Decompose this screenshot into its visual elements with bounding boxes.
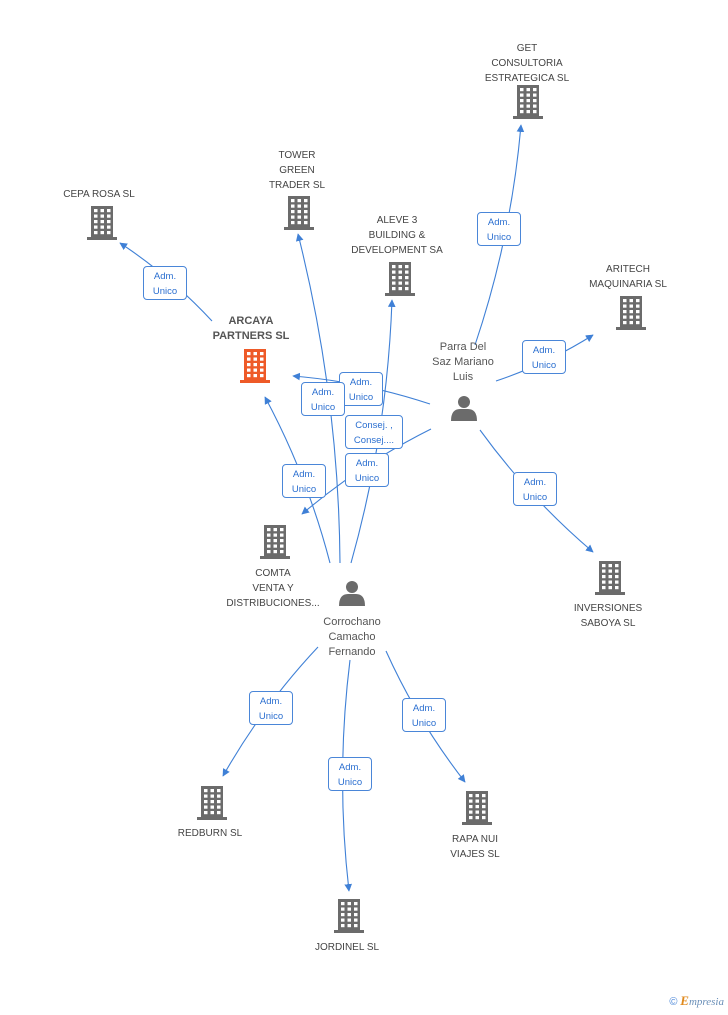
- node-label-redburn[interactable]: REDBURN SL: [177, 828, 243, 839]
- relation-label-corrochano-to-tower[interactable]: Adm. Unico: [301, 382, 345, 416]
- relation-label-parra-to-inversiones[interactable]: Adm. Unico: [513, 472, 557, 506]
- relation-label-corrochano-to-jordinel[interactable]: Adm. Unico: [328, 757, 372, 791]
- node-label-parra[interactable]: Parra Del Saz Mariano Luis: [432, 341, 494, 383]
- building-icon-aleve[interactable]: [385, 262, 415, 296]
- building-icon-aritech[interactable]: [616, 296, 646, 330]
- empresia-logo-initial: E: [680, 993, 689, 1008]
- node-label-jordinel[interactable]: JORDINEL SL: [314, 942, 380, 953]
- empresia-logo-text: mpresia: [688, 996, 724, 1008]
- relation-label-parra-to-aritech[interactable]: Adm. Unico: [522, 340, 566, 374]
- node-label-aleve[interactable]: ALEVE 3 BUILDING & DEVELOPMENT SA: [351, 215, 443, 256]
- node-label-rapa[interactable]: RAPA NUI VIAJES SL: [450, 834, 500, 860]
- node-label-inversiones[interactable]: INVERSIONES SABOYA SL: [573, 603, 643, 629]
- building-icon-get[interactable]: [513, 85, 543, 119]
- node-label-get[interactable]: GET CONSULTORIA ESTRATEGICA SL: [484, 43, 570, 84]
- building-icon-redburn[interactable]: [197, 786, 227, 820]
- relation-label-corrochano-to-arcaya[interactable]: Adm. Unico: [282, 464, 326, 498]
- relation-label-arcaya-to-cepa[interactable]: Adm. Unico: [143, 266, 187, 300]
- node-label-cepa[interactable]: CEPA ROSA SL: [63, 189, 135, 200]
- building-icon-arcaya[interactable]: [240, 349, 270, 383]
- relation-label-parra-to-get[interactable]: Adm. Unico: [477, 212, 521, 246]
- empresia-credit: © Empresia: [669, 993, 724, 1009]
- copyright-icon: ©: [669, 996, 678, 1008]
- relation-label-corrochano-to-redburn[interactable]: Adm. Unico: [249, 691, 293, 725]
- building-icon-comta[interactable]: [260, 525, 290, 559]
- building-icon-cepa[interactable]: [87, 206, 117, 240]
- relation-label-parra-to-comta[interactable]: Consej. , Consej....: [345, 415, 403, 449]
- person-icon-corrochano[interactable]: [339, 581, 365, 606]
- node-label-aritech[interactable]: ARITECH MAQUINARIA SL: [589, 264, 667, 290]
- relation-label-parra-to-arcaya[interactable]: Adm. Unico: [339, 372, 383, 406]
- relation-label-corrochano-to-rapa[interactable]: Adm. Unico: [402, 698, 446, 732]
- building-icon-inversiones[interactable]: [595, 561, 625, 595]
- node-label-corrochano[interactable]: Corrochano Camacho Fernando: [323, 616, 381, 658]
- node-label-comta[interactable]: COMTA VENTA Y DISTRIBUCIONES...: [226, 568, 320, 609]
- relation-label-corrochano-to-aleve[interactable]: Adm. Unico: [345, 453, 389, 487]
- building-icon-rapa[interactable]: [462, 791, 492, 825]
- person-icon-parra[interactable]: [451, 396, 477, 421]
- node-label-tower[interactable]: TOWER GREEN TRADER SL: [268, 150, 326, 191]
- node-label-arcaya[interactable]: ARCAYA PARTNERS SL: [212, 315, 290, 342]
- building-icon-tower[interactable]: [284, 196, 314, 230]
- building-icon-jordinel[interactable]: [334, 899, 364, 933]
